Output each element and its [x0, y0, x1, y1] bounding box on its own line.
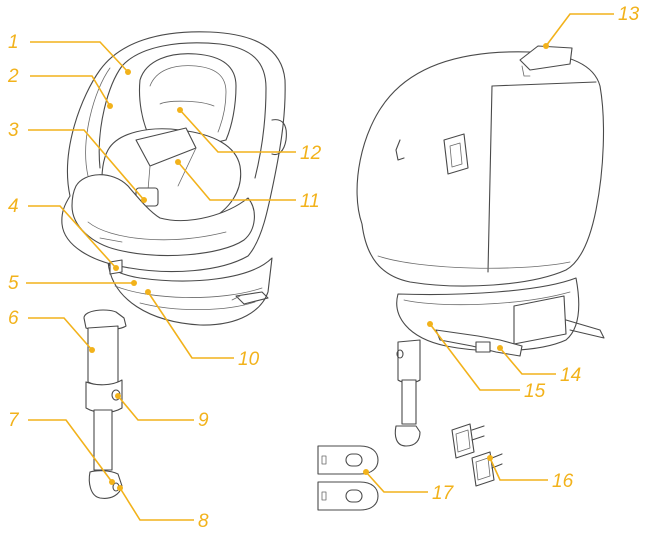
- callout-3: 3: [8, 120, 19, 141]
- leader-14: [499, 347, 556, 375]
- leader-4: [28, 205, 117, 269]
- rear-leg-lower-tube: [401, 379, 417, 425]
- callout-15: 15: [524, 381, 546, 402]
- callout-6: 6: [8, 308, 19, 329]
- leader-10: [147, 291, 234, 359]
- leader-7: [28, 419, 113, 483]
- callout-2: 2: [7, 66, 19, 87]
- front-isofix-arm: [235, 291, 269, 305]
- callout-13: 13: [618, 4, 640, 25]
- rear-leg-upper-tube: [397, 339, 421, 384]
- rear-view-car-seat: [356, 45, 605, 447]
- callout-9: 9: [198, 410, 209, 431]
- front-leg-foot: [88, 470, 123, 499]
- isofix-cover-lower: [317, 481, 379, 511]
- leader-6: [28, 317, 93, 351]
- callout-12: 12: [300, 143, 322, 164]
- callout-1: 1: [8, 32, 19, 53]
- leader-17: [365, 471, 428, 493]
- leader-16: [489, 457, 548, 481]
- callout-leaders: [26, 13, 614, 521]
- callout-numbers: 1 2 3 4 5 6 7 8 9 10 11 12 13 14 15 16 1…: [7, 4, 640, 532]
- callout-5: 5: [8, 273, 19, 294]
- leader-3: [28, 129, 145, 201]
- leader-11: [177, 161, 296, 201]
- rear-seat-shell: [356, 51, 605, 287]
- front-leg-lower-tube: [93, 409, 113, 471]
- callout-7: 7: [8, 410, 20, 431]
- callout-8: 8: [198, 511, 209, 532]
- leader-13: [545, 13, 614, 47]
- rear-handle: [443, 133, 469, 175]
- front-seat-base: [107, 257, 273, 326]
- isofix-guide-upper: [451, 423, 475, 459]
- leader-8: [119, 487, 194, 521]
- callout-17: 17: [432, 483, 455, 504]
- leader-15: [429, 323, 520, 391]
- leader-2: [30, 75, 111, 107]
- rear-headrest-top: [519, 45, 573, 71]
- front-leg-upper-tube: [87, 325, 119, 386]
- rear-base-panel: [513, 295, 567, 345]
- leader-1: [30, 41, 129, 73]
- leader-12: [179, 109, 296, 153]
- callout-10: 10: [238, 349, 260, 370]
- isofix-covers: [317, 445, 379, 511]
- leader-9: [117, 395, 194, 421]
- front-view-car-seat: [61, 31, 287, 499]
- isofix-cover-upper: [317, 445, 379, 475]
- callout-16: 16: [552, 471, 574, 492]
- callout-14: 14: [560, 365, 581, 386]
- rear-leg-foot: [394, 425, 421, 447]
- callout-11: 11: [300, 191, 320, 212]
- front-leg-adjuster: [85, 379, 123, 414]
- isofix-guides: [451, 423, 503, 487]
- callout-4: 4: [8, 196, 19, 217]
